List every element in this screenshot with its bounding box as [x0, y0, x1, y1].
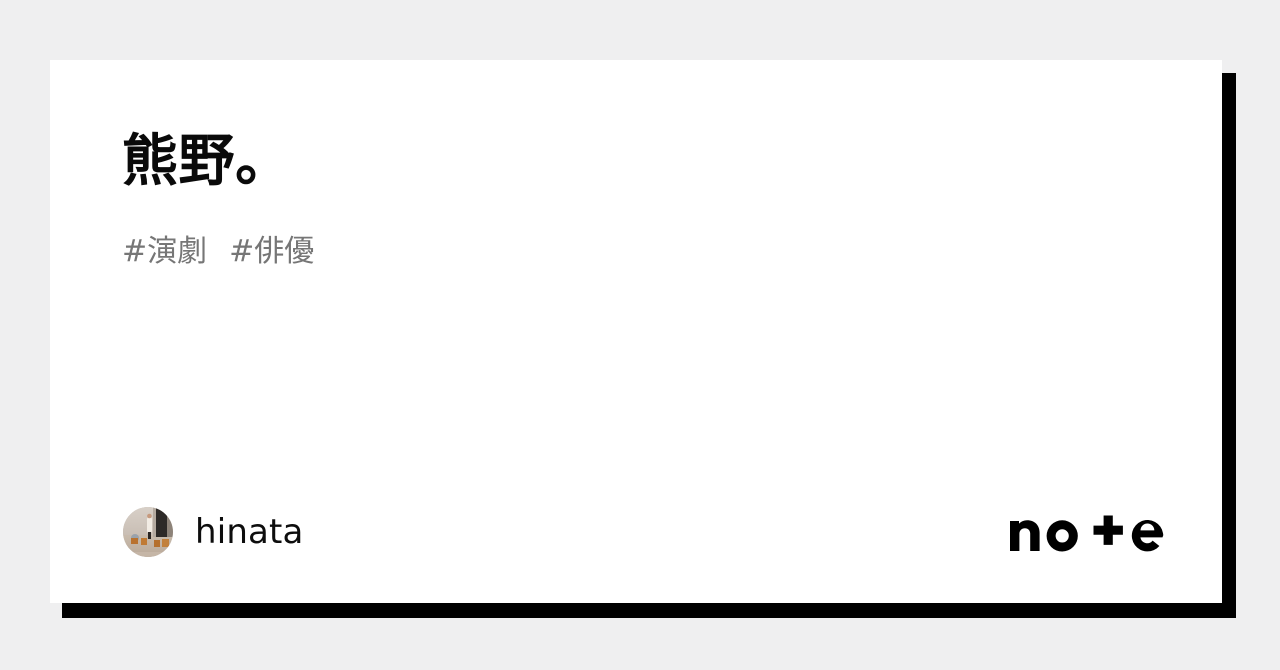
- avatar: [123, 507, 173, 557]
- author-block[interactable]: hinata: [123, 507, 304, 557]
- article-card[interactable]: 熊野。 #演劇 #俳優: [50, 60, 1222, 603]
- tag-item-2[interactable]: #俳優: [229, 234, 315, 269]
- tag-list: #演劇 #俳優: [122, 232, 314, 273]
- card-footer: hinata: [50, 500, 1222, 600]
- tag-item-1[interactable]: #演劇: [122, 234, 208, 269]
- page-title: 熊野。: [122, 129, 292, 194]
- note-logo[interactable]: [1010, 513, 1168, 553]
- author-name: hinata: [195, 512, 304, 552]
